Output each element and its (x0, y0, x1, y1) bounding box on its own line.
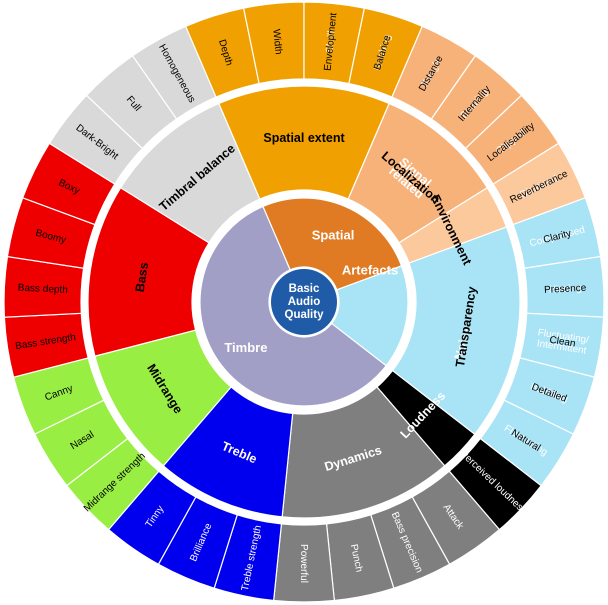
outer-label-powerful: Powerful (299, 544, 310, 583)
category-label-spatial: Spatial (312, 227, 355, 242)
outer-label-clean: Clean (549, 334, 577, 349)
wheel-segments (3, 1, 605, 603)
outer-label-hissing: Hissing (549, 282, 582, 295)
outer-label-presence: Presence (544, 282, 587, 295)
outer-label-bass-depth: Bass depth (18, 282, 69, 296)
category-segment-transparency-cat (330, 265, 409, 367)
group-label-bass: Bass (133, 261, 151, 293)
outer-label-width: Width (271, 29, 285, 56)
category-label-artefacts: Artefacts (342, 262, 398, 277)
outer-label-shrill: Shrill (324, 30, 337, 53)
group-label-spatial-extent: Spatial extent (263, 131, 345, 145)
category-segment-timbre (199, 205, 388, 407)
category-label-timbre: Timbre (224, 340, 267, 355)
center-circle (271, 269, 337, 335)
